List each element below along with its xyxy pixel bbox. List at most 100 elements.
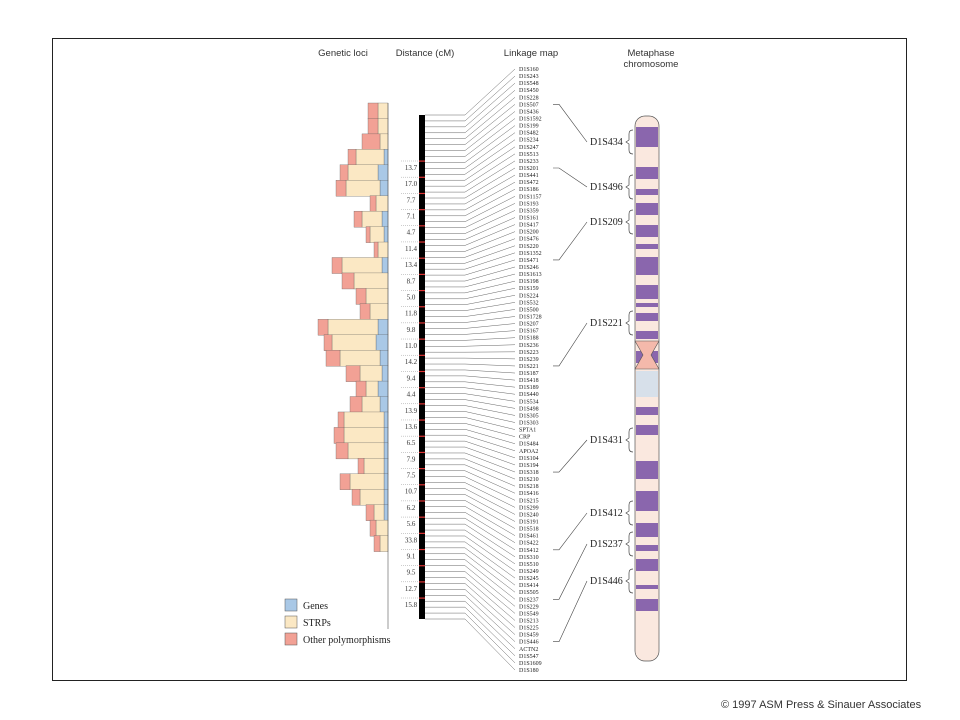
linkage-marker: D1S180 [519,668,539,674]
linkage-marker: D1S223 [519,350,539,356]
linkage-marker: D1S224 [519,293,539,299]
linkage-line [425,224,516,246]
linkage-line [425,535,516,572]
copyright-credit: © 1997 ASM Press & Sinauer Associates [721,699,922,711]
hist-strps-segment [365,288,389,305]
hist-strps-segment [327,319,379,336]
hist-genes-segment [379,350,389,367]
linkage-line [425,553,516,593]
linkage-line [425,429,516,444]
distance-tick [419,354,425,356]
linkage-marker: D1S239 [519,357,539,363]
linkage-marker: D1S243 [519,74,539,80]
distance-label: 9.1 [407,552,416,560]
linkage-marker: D1S200 [519,230,539,236]
distance-tick [419,241,425,243]
distance-tick [419,451,425,454]
chromosome-connector [553,167,588,188]
linkage-line [425,146,516,181]
chromosome-band [636,599,658,611]
hist-other-segment [335,180,347,197]
linkage-line [425,132,516,169]
distance-tick [419,322,425,324]
distance-tick [419,581,425,583]
chromosome-band [636,127,658,147]
figure-frame: Genetic loci Distance (cM) Linkage map M… [52,38,921,711]
hist-strps-segment [361,396,381,413]
hist-strps-segment [373,504,385,521]
legend-label: STRPs [303,618,331,629]
distance-label: 6.5 [407,439,416,447]
distance-label: 12.7 [405,585,418,593]
hist-other-segment [341,272,355,290]
chromosome-marker: D1S209 [590,217,623,228]
hist-genes-segment [383,458,389,475]
linkage-marker: D1S532 [519,300,539,306]
distance-tick [419,403,425,405]
centromere [634,340,660,370]
hist-other-segment [367,118,379,135]
linkage-marker: D1S249 [519,569,539,575]
hist-strps-segment [361,210,383,228]
linkage-marker: D1S1592 [519,116,542,122]
hist-strps-segment [343,427,385,444]
linkage-marker: D1S471 [519,258,539,264]
linkage-marker: D1S418 [519,378,539,384]
linkage-line [425,577,516,621]
linkage-line [425,476,516,501]
linkage-line [425,612,516,664]
distance-label: 11.8 [405,310,417,318]
linkage-line [425,217,516,240]
distance-label: 10.7 [405,488,418,496]
linkage-marker: D1S234 [519,138,539,144]
distance-label: 6.2 [407,504,416,512]
distance-label: 11.0 [405,342,417,350]
linkage-marker: D1S191 [519,520,539,526]
linkage-line [425,583,516,628]
distance-label: 5.0 [407,293,416,301]
linkage-line [425,559,516,600]
hist-other-segment [373,535,381,552]
hist-other-segment [351,489,361,506]
linkage-marker: APOA2 [519,449,538,455]
distance-tick [419,289,425,292]
hist-strps-segment [369,226,385,243]
hist-genes-segment [379,180,389,197]
distance-label: 5.6 [407,520,416,528]
hist-other-segment [359,303,371,321]
linkage-marker: D1S189 [519,385,539,391]
hist-other-segment [373,241,379,259]
linkage-line [425,125,516,163]
linkage-marker: D1S518 [519,527,539,533]
linkage-marker: D1S207 [519,322,539,328]
linkage-line [425,203,516,228]
linkage-marker: D1S221 [519,364,539,370]
linkage-line [425,181,516,211]
distance-tick [419,484,425,486]
linkage-line [425,595,516,642]
linkage-line [425,464,516,487]
distance-label: 7.9 [407,455,416,463]
linkage-marker: D1S193 [519,201,539,207]
distance-tick [419,468,425,470]
linkage-line [425,252,516,270]
hist-other-segment [369,195,377,212]
linkage-line [425,90,516,134]
linkage-marker: D1S549 [519,611,539,617]
hist-strps-segment [377,102,389,120]
linkage-line [425,488,516,515]
hist-strps-segment [363,458,385,475]
linkage-marker: D1S461 [519,534,539,540]
linkage-line [425,405,516,416]
hist-other-segment [317,319,329,336]
distance-label: 13.9 [405,407,418,415]
distance-tick [419,225,425,227]
chromosome-connector [553,580,588,643]
chromosome-band [636,559,658,571]
linkage-line [425,68,516,116]
linkage-marker: D1S246 [519,265,539,271]
distance-label: 13.7 [405,164,418,172]
linkage-line [425,417,516,430]
hist-other-segment [367,102,379,120]
linkage-marker: D1S548 [519,81,539,87]
